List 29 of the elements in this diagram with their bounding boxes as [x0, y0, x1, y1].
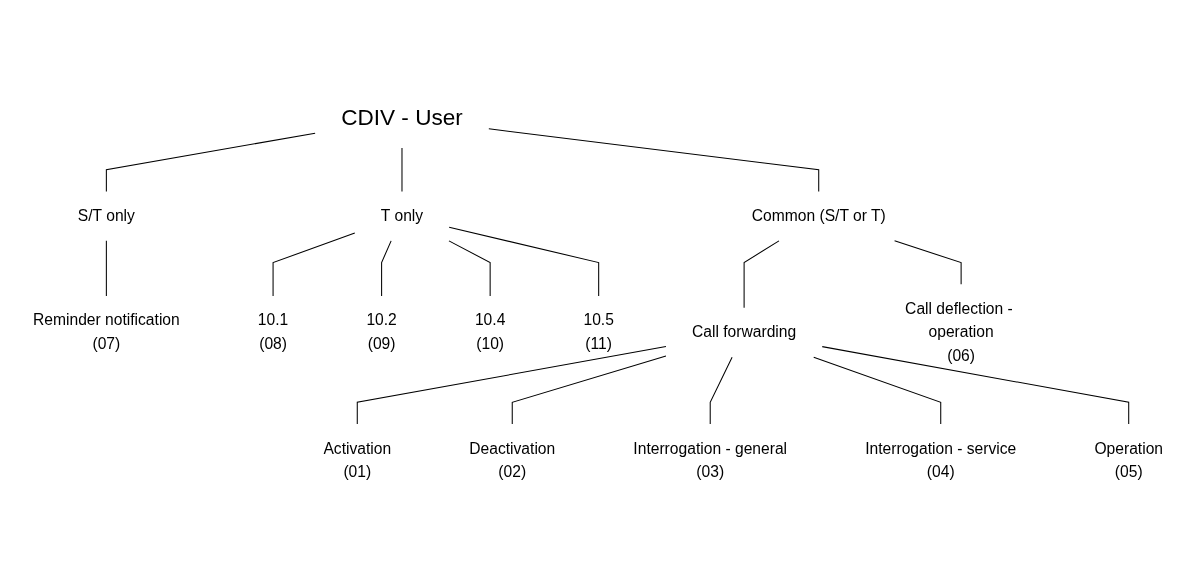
node-text: Interrogation - service (04)	[865, 439, 1017, 481]
node-text: Call deflection - operation (06)	[905, 299, 1013, 365]
node-text: Interrogation - general (03)	[633, 439, 788, 481]
node-text: S/T only	[77, 207, 135, 225]
connector	[709, 356, 733, 425]
connector	[488, 128, 820, 192]
node-text: 10.5 (11)	[583, 311, 614, 353]
node-text: Call forwarding	[692, 323, 797, 341]
node-text: 10.1 (08)	[257, 311, 289, 353]
node-text: 10.2 (09)	[366, 311, 397, 353]
connector	[381, 240, 392, 297]
connector	[105, 132, 316, 192]
connector	[272, 232, 356, 297]
connector	[813, 356, 942, 425]
connector	[356, 346, 667, 425]
node-text: T only	[380, 207, 424, 225]
node-text: Deactivation (02)	[469, 439, 556, 481]
node-text: Operation (05)	[1094, 439, 1164, 481]
node-text: Activation (01)	[323, 439, 392, 481]
node-text: CDIV - User	[341, 104, 463, 131]
node-text: Reminder notification (07)	[32, 311, 180, 353]
connector	[511, 355, 667, 425]
node-text: 10.4 (10)	[474, 311, 506, 353]
connector	[821, 346, 1130, 425]
connector	[448, 226, 600, 297]
connector	[105, 240, 107, 297]
node-text: Common (S/T or T)	[751, 207, 886, 225]
connector	[894, 240, 962, 285]
connector	[743, 240, 780, 309]
